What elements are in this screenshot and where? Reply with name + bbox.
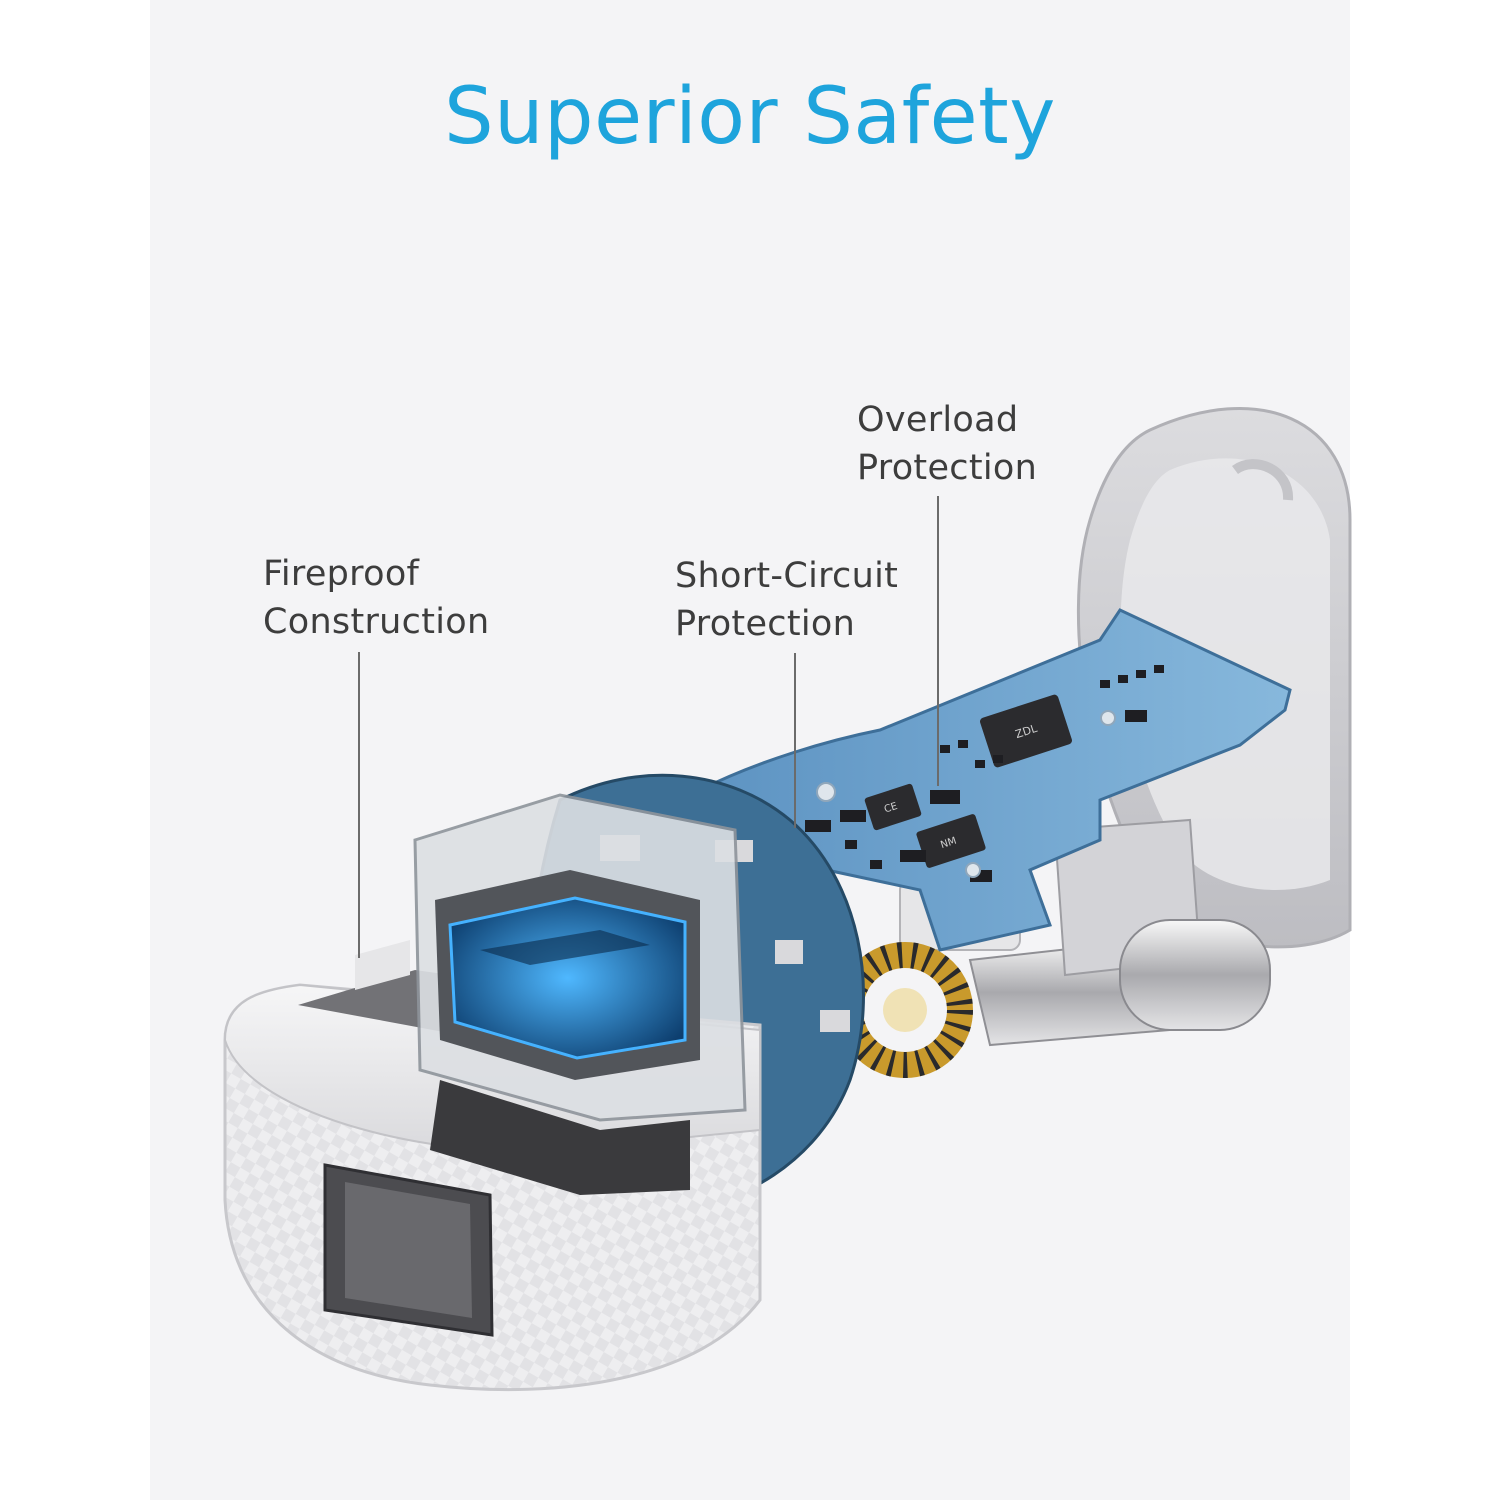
fireproof-label-line1: Fireproof xyxy=(263,554,420,594)
short-circuit-label-line2: Protection xyxy=(675,604,856,644)
fireproof-label-line2: Construction xyxy=(263,602,490,642)
overload-label-line1: Overload xyxy=(857,400,1019,440)
chip-label-3: NM xyxy=(939,836,958,851)
page-title: Superior Safety xyxy=(444,72,1056,162)
short-circuit-callout: Short-Circuit Protection xyxy=(675,552,898,648)
overload-label-line2: Protection xyxy=(857,448,1038,488)
toroid-coil xyxy=(837,942,973,1078)
fireproof-callout: Fireproof Construction xyxy=(263,550,489,646)
chip-label-2: CE xyxy=(883,801,899,816)
overload-callout: Overload Protection xyxy=(857,396,1037,492)
pcb-board: ZDL CE NM xyxy=(698,608,1292,952)
usb-port xyxy=(413,793,747,1195)
short-circuit-label-line1: Short-Circuit xyxy=(675,556,899,596)
